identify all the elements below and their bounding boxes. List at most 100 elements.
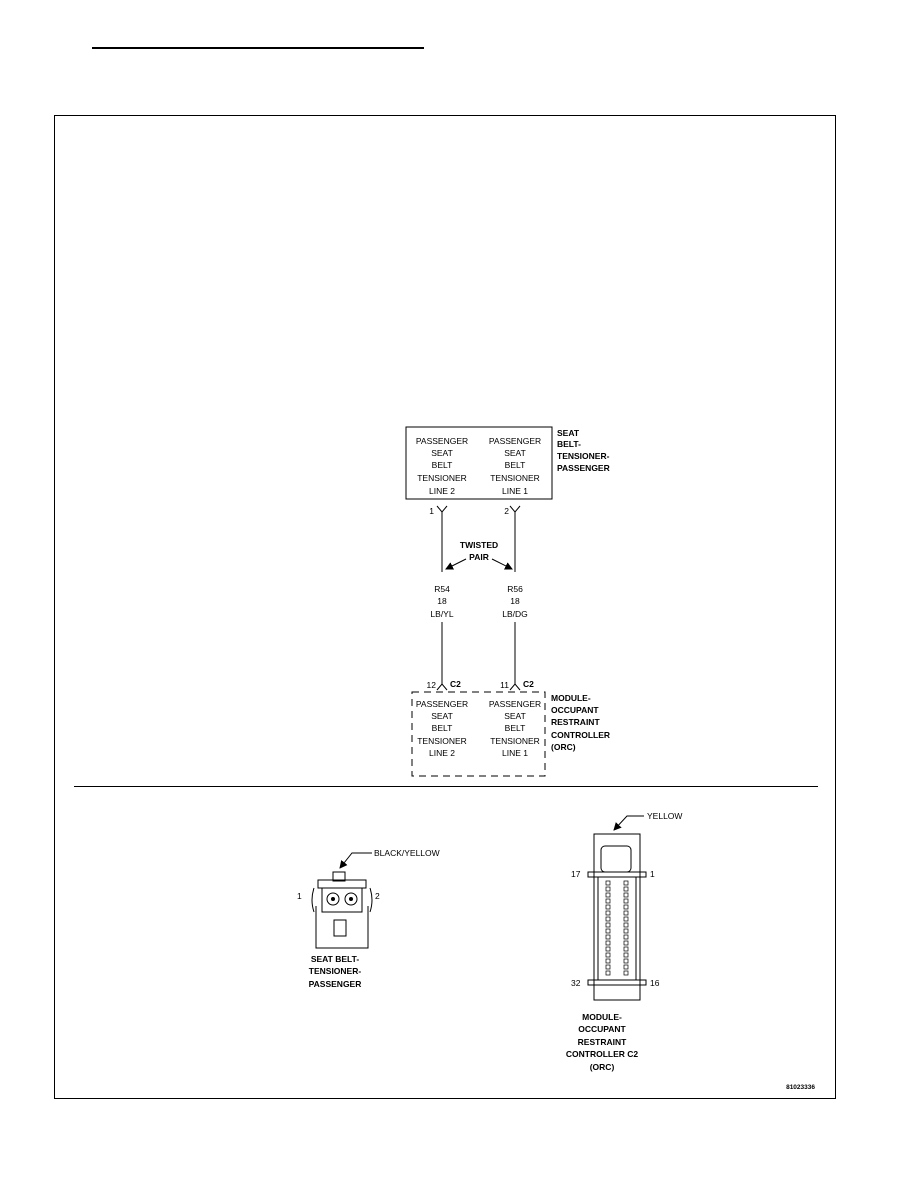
orc-view-pin-1: 1 — [650, 869, 655, 879]
orc-line1-l4: TENSIONER — [490, 736, 540, 746]
orc-caption-2: OCCUPANT — [578, 1024, 626, 1034]
orc-cavity — [605, 886, 611, 892]
tensioner-title-4: PASSENGER — [557, 463, 610, 473]
orc-title-3: RESTRAINT — [551, 717, 600, 727]
orc-cavity — [623, 940, 629, 946]
orc-line1-l2: SEAT — [504, 711, 526, 721]
orc-connector-tag-left: C2 — [450, 679, 461, 689]
twisted-pair-label-1: TWISTED — [460, 540, 498, 550]
orc-cavity — [605, 940, 611, 946]
orc-caption-5: (ORC) — [590, 1062, 615, 1072]
tensioner-line1-l3: BELT — [505, 460, 526, 470]
tensioner-line2-l2: SEAT — [431, 448, 453, 458]
tensioner-title-2: BELT- — [557, 439, 581, 449]
orc-connector-tag-right: C2 — [523, 679, 534, 689]
orc-cavity — [605, 892, 611, 898]
tensioner-line1-l5: LINE 1 — [502, 486, 528, 496]
orc-pin-12: 12 — [427, 680, 437, 690]
tensioner-connector-view: BLACK/YELLOW 1 2 SEAT BELT- TENSIONER- P… — [297, 848, 440, 989]
orc-cavity — [605, 952, 611, 958]
tensioner-line1-l4: TENSIONER — [490, 473, 540, 483]
orc-cavity — [605, 880, 611, 886]
tensioner-pin-2: 2 — [504, 506, 509, 516]
wire-r54-code: R54 — [434, 584, 450, 594]
tensioner-line2-l1: PASSENGER — [416, 436, 468, 446]
tensioner-terminal-2 — [349, 897, 353, 901]
orc-cavity — [623, 910, 629, 916]
orc-line1-l5: LINE 1 — [502, 748, 528, 758]
orc-cavity-grid — [605, 880, 629, 976]
tensioner-cavity-2 — [344, 892, 358, 906]
orc-title-4: CONTROLLER — [551, 730, 610, 740]
header-rule — [92, 47, 424, 49]
twisted-pair-label-2: PAIR — [469, 552, 489, 562]
orc-cavity — [623, 928, 629, 934]
orc-cavity — [623, 922, 629, 928]
orc-cavity — [623, 946, 629, 952]
tensioner-box — [405, 426, 553, 500]
orc-connector-view: YELLOW 17 1 32 16 MODULE- OCCUPANT RESTR… — [566, 811, 683, 1072]
orc-cavity — [623, 964, 629, 970]
orc-view-pin-32: 32 — [571, 978, 581, 988]
orc-pin12-terminal — [436, 683, 448, 691]
tensioner-pin-1: 1 — [429, 506, 434, 516]
wire-r56-color: LB/DG — [502, 609, 528, 619]
tensioner-caption-2: TENSIONER- — [309, 966, 362, 976]
orc-cavity — [605, 934, 611, 940]
tensioner-line2-l4: TENSIONER — [417, 473, 467, 483]
tensioner-title-3: TENSIONER- — [557, 451, 610, 461]
orc-cavity — [623, 958, 629, 964]
orc-cavity — [605, 928, 611, 934]
orc-cavity — [623, 970, 629, 976]
orc-cavity — [623, 904, 629, 910]
tensioner-connector-body — [315, 906, 369, 949]
tensioner-line2-l3: BELT — [432, 460, 453, 470]
tensioner-component: PASSENGER SEAT BELT TENSIONER LINE 2 PAS… — [405, 426, 610, 500]
tensioner-view-pin-2: 2 — [375, 891, 380, 901]
orc-view-pin-17: 17 — [571, 869, 581, 879]
figure-id: 81023336 — [786, 1084, 815, 1091]
orc-pin-11: 11 — [500, 680, 509, 690]
orc-connector-flange-top — [587, 871, 647, 878]
orc-cavity — [623, 898, 629, 904]
orc-connector-flange-bottom — [587, 979, 647, 986]
orc-cavity — [605, 964, 611, 970]
wire-r56-code: R56 — [507, 584, 523, 594]
orc-title-1: MODULE- — [551, 693, 591, 703]
orc-connector-outline — [593, 833, 641, 1001]
tensioner-caption-3: PASSENGER — [309, 979, 362, 989]
orc-pin11-terminal — [509, 683, 521, 691]
wire-r54-gauge: 18 — [437, 596, 447, 606]
orc-cavity — [605, 970, 611, 976]
tensioner-terminal-1 — [331, 897, 335, 901]
orc-connector-latch — [600, 845, 632, 873]
orc-cavity — [623, 934, 629, 940]
orc-box — [411, 691, 546, 777]
tensioner-body-slot — [333, 919, 347, 937]
orc-view-pin-16: 16 — [650, 978, 660, 988]
orc-color-leader — [613, 815, 644, 831]
orc-cavity — [605, 904, 611, 910]
section-separator — [74, 786, 818, 787]
tensioner-title-1: SEAT — [557, 428, 580, 438]
tensioner-view-pin-1: 1 — [297, 891, 302, 901]
orc-caption-4: CONTROLLER C2 — [566, 1049, 639, 1059]
orc-component: PASSENGER SEAT BELT TENSIONER LINE 2 PAS… — [411, 691, 610, 777]
orc-line2-l2: SEAT — [431, 711, 453, 721]
tensioner-latch — [332, 871, 346, 882]
orc-cavity — [605, 958, 611, 964]
twisted-pair-arrow-left — [445, 558, 467, 570]
orc-line2-l1: PASSENGER — [416, 699, 468, 709]
tensioner-connector-sides — [311, 887, 373, 913]
twisted-pair-arrow-right — [491, 558, 513, 570]
tensioner-color-leader — [339, 852, 372, 869]
orc-cavity — [623, 880, 629, 886]
orc-line2-l3: BELT — [432, 723, 453, 733]
orc-pin-field — [597, 876, 637, 981]
orc-title-2: OCCUPANT — [551, 705, 599, 715]
orc-caption-1: MODULE- — [582, 1012, 622, 1022]
tensioner-line1-l1: PASSENGER — [489, 436, 541, 446]
orc-cavity — [623, 892, 629, 898]
tensioner-line2-l5: LINE 2 — [429, 486, 455, 496]
